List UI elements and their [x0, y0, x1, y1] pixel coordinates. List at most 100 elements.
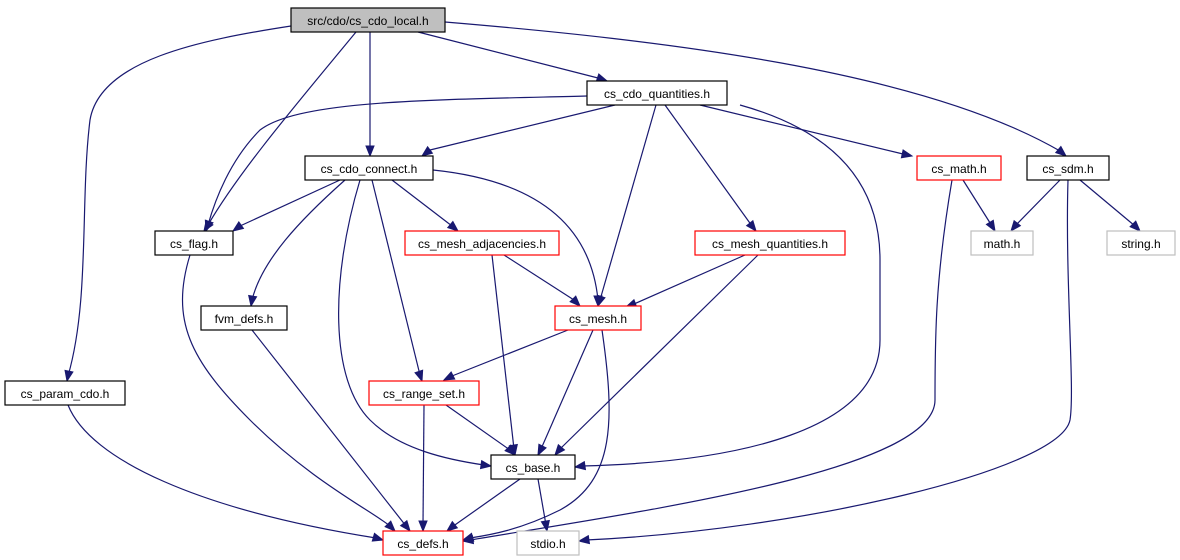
- edge-cs_cdo_connect_h-to-fvm_defs_h: [248, 179, 346, 308]
- edge-cs_mesh_h-to-cs_defs_h: [461, 329, 610, 542]
- arrowhead: [420, 145, 434, 157]
- edge-cs_mesh_quantities_h-to-cs_mesh_h: [624, 254, 746, 308]
- node-math-h[interactable]: math.h: [970, 230, 1034, 256]
- arrowhead: [1010, 219, 1022, 233]
- node-string-h[interactable]: string.h: [1106, 230, 1176, 256]
- node-box[interactable]: [404, 230, 560, 256]
- arrowhead: [1129, 220, 1141, 232]
- edge-cs_base_h-to-cs_defs_h: [445, 478, 521, 532]
- edge-cs_cdo_local_h-to-cs_sdm_h: [444, 21, 1068, 157]
- edge-cs_cdo_quantities_h-to-cs_base_h: [573, 104, 881, 471]
- node-label: math.h: [984, 237, 1021, 251]
- edge-cs_cdo_connect_h-to-cs_range_set_h: [371, 179, 424, 383]
- node-cs-defs-h[interactable]: cs_defs.h: [382, 530, 464, 556]
- node-box[interactable]: [1026, 155, 1110, 181]
- node-cs-math-h[interactable]: cs_math.h: [916, 155, 1002, 181]
- node-box[interactable]: [304, 155, 434, 181]
- node-label: cs_defs.h: [397, 537, 448, 551]
- node-label: cs_flag.h: [170, 237, 218, 251]
- arrowhead: [537, 443, 547, 457]
- node-cs-range-set-h[interactable]: cs_range_set.h: [368, 380, 480, 406]
- node-box[interactable]: [916, 155, 1002, 181]
- arrowhead: [504, 444, 516, 456]
- edge-cs_cdo_quantities_h-to-cs_mesh_h: [596, 104, 657, 308]
- arrowhead: [540, 519, 550, 533]
- edge-cs_cdo_quantities_h-to-cs_flag_h: [204, 95, 588, 233]
- edge-cs_cdo_local_h-to-cs_param_cdo_h: [64, 25, 292, 383]
- arrowhead: [371, 532, 385, 542]
- node-stdio-h[interactable]: stdio.h: [516, 530, 580, 556]
- edge-cs_sdm_h-to-stdio_h: [577, 179, 1073, 545]
- edge-cs_cdo_local_h-to-cs_cdo_quantities_h: [417, 31, 609, 83]
- node-cs-mesh-quantities-h[interactable]: cs_mesh_quantities.h: [694, 230, 846, 256]
- edge-cs_base_h-to-stdio_h: [537, 478, 550, 533]
- node-box[interactable]: [1106, 230, 1176, 256]
- node-label: cs_mesh_quantities.h: [712, 237, 828, 251]
- arrowhead: [461, 532, 475, 542]
- node-cs-mesh-adjacencies-h[interactable]: cs_mesh_adjacencies.h: [404, 230, 560, 256]
- edge-cs_mesh_quantities_h-to-cs_base_h: [554, 254, 759, 457]
- edge-cs_mesh_h-to-cs_base_h: [537, 329, 594, 457]
- node-cs-param-cdo-h[interactable]: cs_param_cdo.h: [4, 380, 126, 406]
- node-label: src/cdo/cs_cdo_local.h: [307, 14, 428, 28]
- node-label: fvm_defs.h: [215, 312, 274, 326]
- arrowhead: [745, 219, 757, 233]
- node-fvm-defs-h[interactable]: fvm_defs.h: [200, 305, 288, 331]
- arrowhead: [985, 219, 996, 233]
- node-box[interactable]: [382, 530, 464, 556]
- edge-cs_math_h-to-math_h: [962, 179, 996, 233]
- edge-cs_cdo_local_h-to-cs_flag_h: [203, 31, 357, 233]
- node-box[interactable]: [516, 530, 580, 556]
- arrowhead: [399, 519, 411, 533]
- edge-cs_param_cdo_h-to-cs_defs_h: [67, 404, 385, 542]
- node-cs-cdo-connect-h[interactable]: cs_cdo_connect.h: [304, 155, 434, 181]
- arrowhead: [573, 460, 587, 471]
- arrowhead: [414, 369, 424, 383]
- arrowhead: [554, 443, 566, 457]
- node-cs-cdo-quantities-h[interactable]: cs_cdo_quantities.h: [586, 80, 728, 106]
- arrowhead: [569, 295, 581, 307]
- node-cs-sdm-h[interactable]: cs_sdm.h: [1026, 155, 1110, 181]
- node-label: cs_mesh_adjacencies.h: [418, 237, 546, 251]
- arrowhead: [204, 219, 214, 233]
- node-box[interactable]: [554, 305, 642, 331]
- node-cs-cdo-local-h[interactable]: src/cdo/cs_cdo_local.h: [290, 7, 446, 33]
- nodes-layer: src/cdo/cs_cdo_local.h cs_cdo_quantities.…: [4, 7, 1176, 556]
- arrowhead: [384, 520, 396, 532]
- edge-cs_cdo_local_h-to-cs_cdo_connect_h: [365, 32, 375, 158]
- arrowhead: [365, 145, 375, 158]
- node-label: cs_range_set.h: [383, 387, 465, 401]
- node-label: cs_param_cdo.h: [21, 387, 110, 401]
- node-cs-flag-h[interactable]: cs_flag.h: [154, 230, 234, 256]
- edge-cs_sdm_h-to-string_h: [1079, 179, 1141, 232]
- arrowhead: [248, 294, 258, 308]
- node-box[interactable]: [490, 454, 576, 480]
- edge-cs_cdo_quantities_h-to-cs_cdo_connect_h: [420, 104, 616, 157]
- arrowhead: [446, 220, 460, 232]
- node-label: cs_sdm.h: [1042, 162, 1093, 176]
- arrowhead: [1054, 145, 1068, 157]
- node-box[interactable]: [200, 305, 288, 331]
- arrowhead: [418, 520, 428, 533]
- node-box[interactable]: [290, 7, 446, 33]
- arrowhead: [64, 369, 74, 383]
- edge-cs_sdm_h-to-math_h: [1010, 179, 1061, 233]
- node-box[interactable]: [4, 380, 126, 406]
- node-label: cs_base.h: [506, 461, 561, 475]
- node-box[interactable]: [368, 380, 480, 406]
- node-cs-mesh-h[interactable]: cs_mesh.h: [554, 305, 642, 331]
- edges-layer: [64, 21, 1141, 545]
- node-cs-base-h[interactable]: cs_base.h: [490, 454, 576, 480]
- node-box[interactable]: [970, 230, 1034, 256]
- node-box[interactable]: [154, 230, 234, 256]
- arrowhead: [479, 459, 493, 470]
- node-box[interactable]: [694, 230, 846, 256]
- node-box[interactable]: [586, 80, 728, 106]
- arrowhead: [577, 534, 591, 545]
- edge-cs_cdo_connect_h-to-cs_mesh_adjacencies_h: [391, 179, 460, 232]
- edge-cs_mesh_adjacencies_h-to-cs_mesh_h: [503, 254, 581, 307]
- arrowhead: [900, 149, 914, 159]
- arrowhead: [445, 520, 459, 532]
- edge-cs_cdo_connect_h-to-cs_flag_h: [231, 179, 341, 232]
